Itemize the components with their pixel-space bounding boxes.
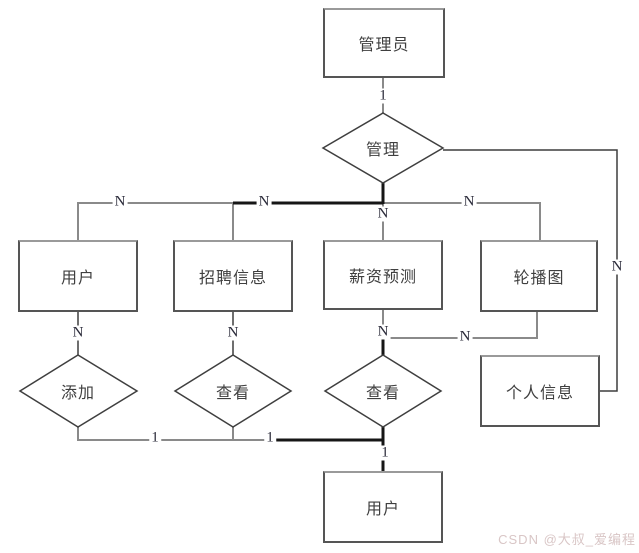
cardinality-admin-manage: 1 (377, 87, 389, 104)
entity-admin-label: 管理员 (358, 37, 410, 54)
cardinality-salary-view: N (375, 323, 391, 340)
entity-salary-prediction: 薪资预测 (323, 240, 443, 310)
entity-salary-prediction-label: 薪资预测 (348, 269, 417, 286)
entity-personal-info: 个人信息 (480, 355, 600, 427)
entity-recruitment-info-label: 招聘信息 (198, 270, 267, 287)
relationship-diamond-manage (321, 112, 445, 184)
entity-personal-info-label: 个人信息 (505, 385, 574, 402)
relationship-view-1-label: 查看 (215, 385, 251, 402)
cardinality-bus-salary: N (375, 205, 391, 222)
entity-carousel: 轮播图 (480, 240, 598, 312)
line-carousel-view (383, 310, 538, 339)
entity-user-top: 用户 (18, 240, 138, 312)
cardinality-bus-carousel: N (461, 193, 477, 210)
cardinality-carousel-view: N (457, 328, 473, 345)
cardinality-view1-user: 1 (264, 429, 276, 446)
relationship-view-2-label: 查看 (365, 385, 401, 402)
line-bus-right (383, 202, 541, 240)
entity-admin: 管理员 (323, 8, 445, 78)
cardinality-user-add: N (70, 324, 86, 341)
cardinality-add-user: 1 (149, 429, 161, 446)
entity-carousel-label: 轮播图 (513, 270, 565, 287)
entity-user-bottom: 用户 (323, 471, 443, 543)
entity-user-bottom-label: 用户 (365, 501, 400, 518)
relationship-manage-label: 管理 (365, 142, 401, 159)
relationship-diamond-view-1 (173, 354, 293, 428)
cardinality-recruit-view: N (225, 324, 241, 341)
relationship-add-label: 添加 (60, 385, 96, 402)
relationship-diamond-add (18, 354, 139, 428)
cardinality-bus-recruit: N (256, 193, 272, 210)
watermark: CSDN @大叔_爱编程 (498, 532, 636, 547)
cardinality-manage-personal: N (609, 258, 625, 275)
line-bus-left (77, 202, 233, 240)
cardinality-view2-user: 1 (379, 444, 391, 461)
entity-recruitment-info: 招聘信息 (173, 240, 293, 312)
line-bottom-bus-left (77, 427, 272, 441)
relationship-diamond-view-2 (323, 354, 443, 428)
entity-user-top-label: 用户 (60, 270, 95, 287)
cardinality-bus-user: N (112, 193, 128, 210)
